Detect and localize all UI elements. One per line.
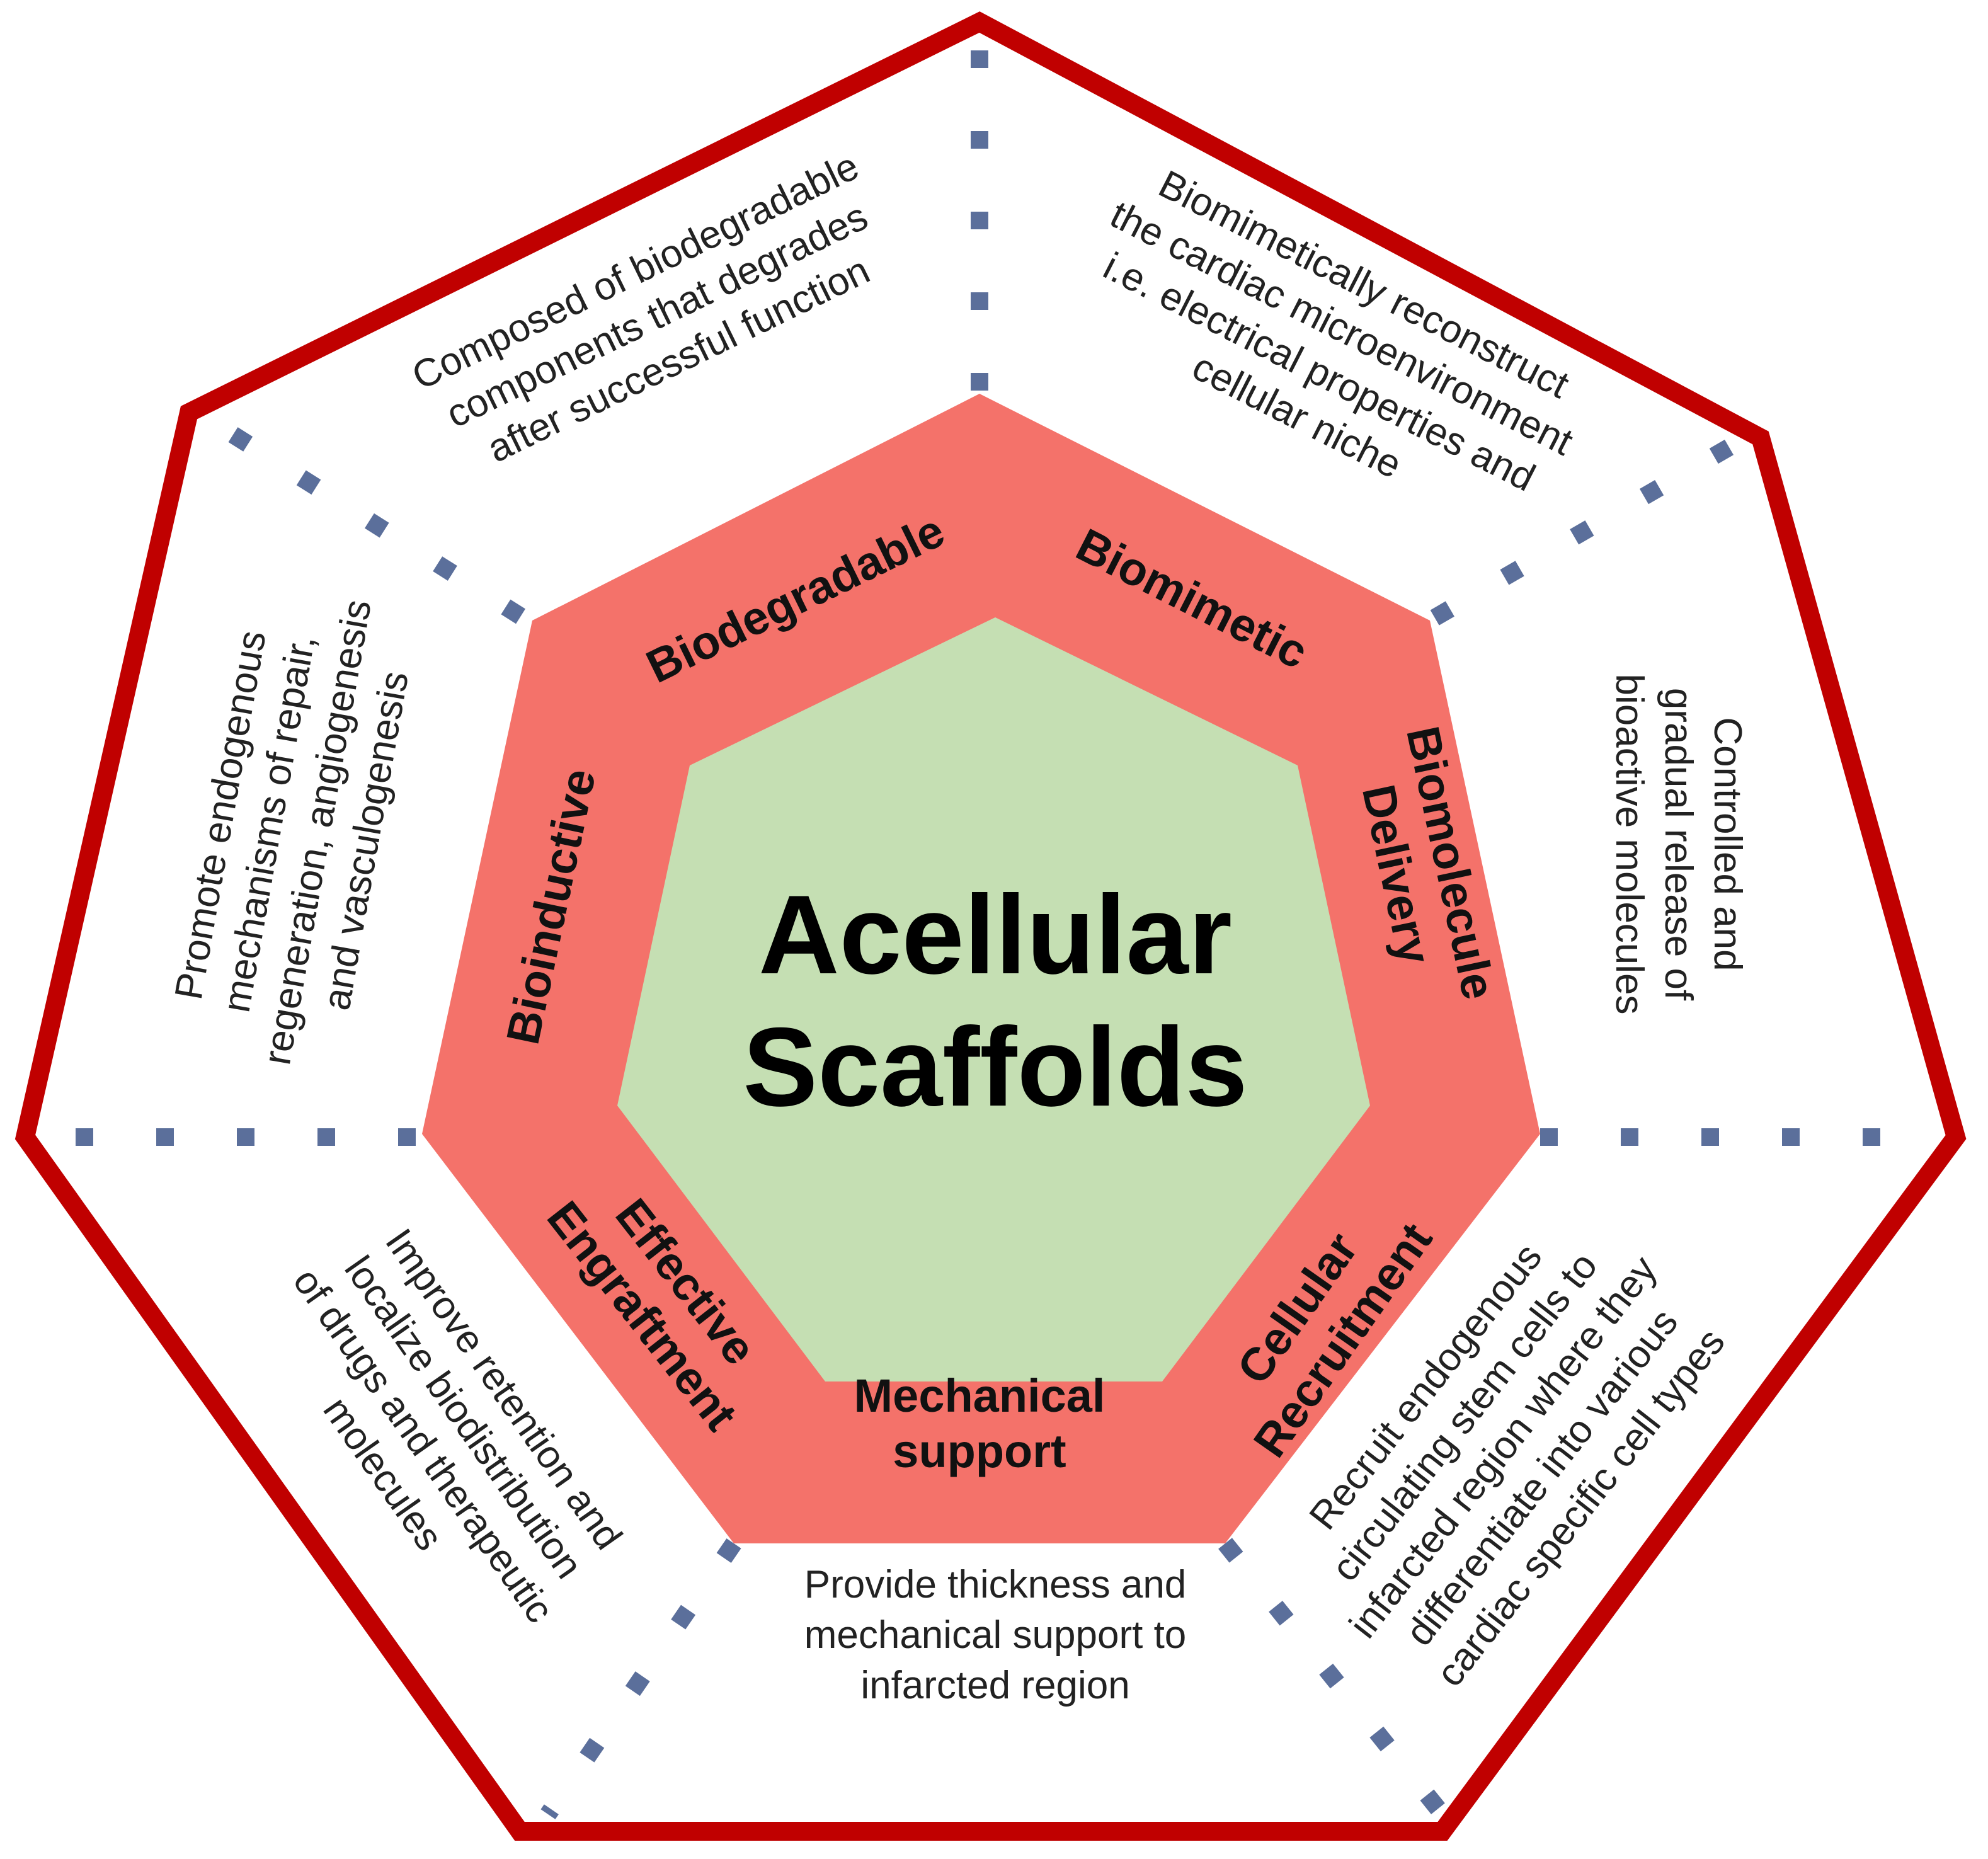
center-title-line-1: Acellular — [758, 872, 1232, 997]
text-line: Controlled and — [1706, 717, 1749, 971]
text-line: bioactive molecules — [1608, 673, 1651, 1014]
divider-line-6 — [540, 1538, 741, 1819]
description-biomolecule-delivery: Controlled andgradual release ofbioactiv… — [1608, 673, 1749, 1014]
description-mechanical-support: Provide thickness and mechanical support … — [804, 1563, 1187, 1707]
text-line: gradual release of — [1657, 688, 1700, 1001]
text-line: infarcted region — [860, 1664, 1129, 1707]
text-line: support — [893, 1425, 1066, 1477]
text-line: Mechanical — [854, 1370, 1105, 1422]
text-line: Provide thickness and — [804, 1563, 1187, 1606]
divider-line-3 — [1425, 439, 1734, 629]
dotted-dividers — [76, 50, 1928, 1820]
divider-line-7 — [1218, 1538, 1449, 1820]
center-title-line-2: Scaffolds — [743, 1004, 1247, 1130]
text-line: mechanical support to — [804, 1613, 1187, 1657]
core-heptagon — [617, 617, 1370, 1381]
divider-line-2 — [228, 427, 537, 631]
